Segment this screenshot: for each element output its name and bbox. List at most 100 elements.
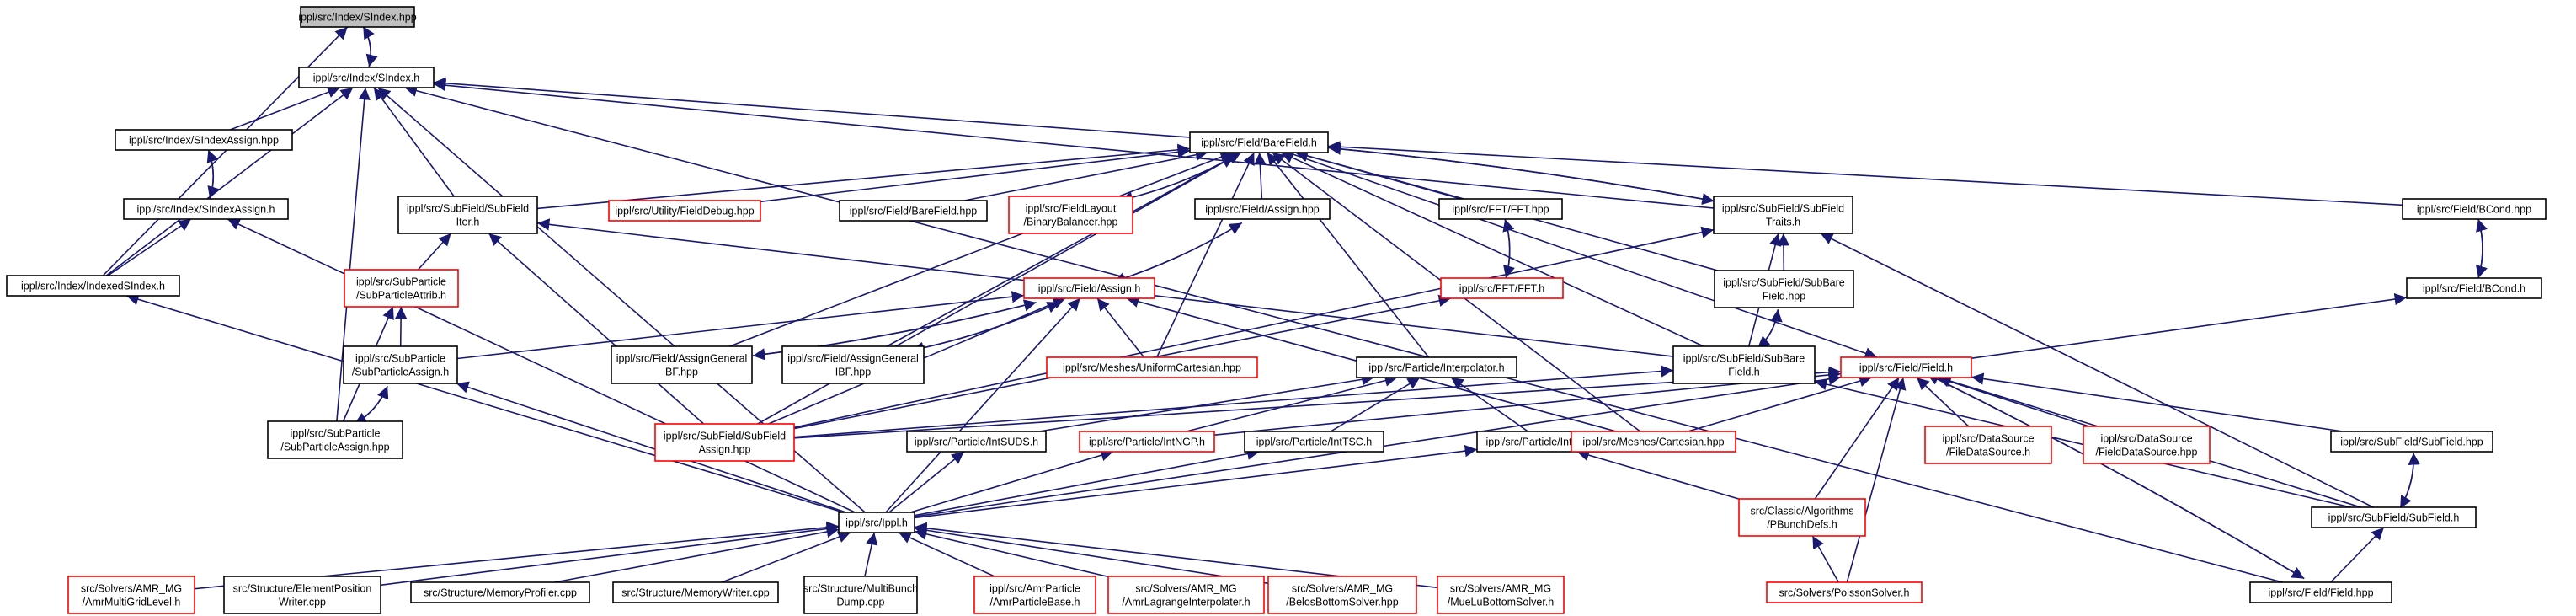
- node-field-h[interactable]: ippl/src/Field/Field.h: [1840, 356, 1972, 378]
- node-box: [2402, 198, 2547, 220]
- node-assign-h[interactable]: ippl/src/Field/Assign.h: [1023, 277, 1155, 299]
- node-pbunchdefs-h[interactable]: src/Classic/Algorithms/PBunchDefs.h: [1738, 498, 1866, 537]
- node-label: ippl/src/Index/IndexedSIndex.h: [21, 281, 165, 292]
- node-muelubottomsolver-h[interactable]: src/Solvers/AMR_MG/MueLuBottomSolver.h: [1437, 576, 1565, 614]
- edge-pbunchdefs-h-to-poissonsolver-h: [1811, 535, 1839, 583]
- edge-subparticleassign-h-to-subparticleassign-hpp: [354, 385, 389, 425]
- node-box: [1571, 431, 1736, 453]
- node-memoryprofiler-cpp[interactable]: src/Structure/MemoryProfiler.cpp: [410, 581, 590, 603]
- edge-barefield-h-to-uniformcartesian-hpp: [1155, 152, 1256, 358]
- node-layer: ippl/src/Index/SIndex.hpp ippl/src/Index/…: [6, 6, 2547, 614]
- node-poissonsolver-h[interactable]: src/Solvers/PoissonSolver.h: [1766, 581, 1923, 603]
- node-sindex-h[interactable]: ippl/src/Index/SIndex.h: [298, 67, 435, 88]
- node-sindexassign-hpp[interactable]: ippl/src/Index/SIndexAssign.hpp: [115, 129, 293, 151]
- node-memorywriter-cpp[interactable]: src/Structure/MemoryWriter.cpp: [612, 581, 779, 603]
- edge-bcond-h-to-bcond-hpp: [2476, 218, 2488, 279]
- edge-interpolator-h-to-intngp-h: [1186, 374, 1398, 432]
- node-box: [906, 431, 1047, 453]
- node-assign-hpp[interactable]: ippl/src/Field/Assign.hpp: [1194, 198, 1331, 220]
- edge-sindex-h-to-ippl-h: [377, 87, 866, 513]
- edge-sindex-h-to-barefield-h: [433, 77, 1191, 138]
- node-binarybalancer-hpp[interactable]: ippl/src/FieldLayout/BinaryBalancer.hpp: [1008, 196, 1133, 234]
- node-subparticleassign-hpp[interactable]: ippl/src/SubParticle/SubParticleAssign.h…: [267, 420, 403, 459]
- node-label: ippl/src/SubField/SubField.hpp: [2340, 437, 2483, 448]
- edge-assign-h-to-ippl-h: [885, 297, 1081, 513]
- node-subparticleattrib-h[interactable]: ippl/src/SubParticle/SubParticleAttrib.h: [344, 269, 459, 308]
- edge-fft-h-to-fft-hpp: [1503, 218, 1515, 279]
- node-label: ippl/src/SubField/SubBare: [1683, 353, 1805, 365]
- node-label: src/Solvers/AMR_MG: [81, 583, 182, 595]
- node-sindex-hpp[interactable]: ippl/src/Index/SIndex.hpp: [298, 6, 417, 28]
- edge-sindex-h-to-field-hpp: [404, 84, 2283, 583]
- node-label: ippl/src/SubField/SubField: [664, 431, 786, 442]
- node-box: [1713, 196, 1853, 234]
- edge-subbarefield-h-to-subbarefield-hpp: [1757, 309, 1779, 349]
- edge-barefield-h-to-subbarefield-h: [1280, 152, 1704, 347]
- node-label: ippl/src/Particle/IntTSC.h: [1256, 437, 1373, 448]
- node-box: [2330, 431, 2493, 453]
- node-inttsc-h[interactable]: ippl/src/Particle/IntTSC.h: [1244, 431, 1384, 453]
- node-barefield-hpp[interactable]: ippl/src/Field/BareField.hpp: [839, 200, 988, 222]
- edge-sindex-h-to-indexedsindex-h: [105, 87, 354, 276]
- node-box: [973, 576, 1096, 614]
- node-box: [267, 420, 403, 459]
- node-bcond-hpp[interactable]: ippl/src/Field/BCond.hpp: [2402, 198, 2547, 220]
- node-bcond-h[interactable]: ippl/src/Field/BCond.h: [2406, 277, 2542, 299]
- edge-barefield-h-to-interpolator-h: [1266, 152, 1430, 358]
- edge-sindexassign-h-to-indexedsindex-h: [107, 218, 192, 276]
- edge-intsuds-h-to-ippl-h: [888, 451, 965, 513]
- edge-field-h-to-pbunchdefs-h: [1814, 377, 1900, 500]
- node-indexedsindex-h[interactable]: ippl/src/Index/IndexedSIndex.h: [6, 275, 180, 297]
- node-subparticleassign-h[interactable]: ippl/src/SubParticle/SubParticleAssign.h: [343, 345, 458, 384]
- node-label: ippl/src/FieldLayout: [1026, 203, 1117, 215]
- node-subfield-hpp[interactable]: ippl/src/SubField/SubField.hpp: [2330, 431, 2493, 453]
- node-field-hpp[interactable]: ippl/src/Field/Field.hpp: [2249, 581, 2392, 603]
- node-barefield-h[interactable]: ippl/src/Field/BareField.h: [1189, 131, 1329, 153]
- edge-field-hpp-to-field-h: [1926, 372, 2305, 580]
- node-fft-hpp[interactable]: ippl/src/FFT/FFT.hpp: [1438, 198, 1563, 220]
- node-label: ippl/src/Utility/FieldDebug.hpp: [615, 206, 754, 217]
- edge-subbarefield-h-to-subfield-h: [1814, 378, 2351, 508]
- node-interpolator-h[interactable]: ippl/src/Particle/Interpolator.h: [1356, 356, 1517, 378]
- node-cartesian-hpp[interactable]: ippl/src/Meshes/Cartesian.hpp: [1571, 431, 1736, 453]
- node-fielddebug-hpp[interactable]: ippl/src/Utility/FieldDebug.hpp: [608, 200, 761, 222]
- node-label: /BinaryBalancer.hpp: [1024, 217, 1118, 228]
- node-box: [1189, 131, 1329, 153]
- node-intngp-h[interactable]: ippl/src/Particle/IntNGP.h: [1079, 431, 1215, 453]
- node-label: ippl/src/FFT/FFT.hpp: [1452, 204, 1549, 216]
- node-amrmultigridlevel-h[interactable]: src/Solvers/AMR_MG/AmrMultiGridLevel.h: [67, 576, 195, 614]
- node-box: [608, 200, 761, 222]
- node-belosbottomsolver-hpp[interactable]: src/Solvers/AMR_MG/BelosBottomSolver.hpp: [1267, 576, 1417, 614]
- node-label: ippl/src/SubParticle: [356, 276, 446, 288]
- node-label: ippl/src/Meshes/Cartesian.hpp: [1582, 437, 1724, 448]
- node-sindexassign-h[interactable]: ippl/src/Index/SIndexAssign.h: [123, 198, 289, 220]
- node-fft-h[interactable]: ippl/src/FFT/FFT.h: [1440, 277, 1564, 299]
- node-label: /BelosBottomSolver.hpp: [1286, 597, 1398, 608]
- node-ippl-h[interactable]: ippl/src/Ippl.h: [838, 512, 915, 533]
- node-subfield-h[interactable]: ippl/src/SubField/SubField.h: [2311, 506, 2477, 528]
- node-label: ippl/src/Index/SIndexAssign.h: [137, 204, 275, 216]
- edge-barefield-h-to-fielddebug-hpp: [760, 146, 1191, 203]
- node-label: /FieldDataSource.hpp: [2096, 447, 2198, 458]
- node-amrlagrangeinterpolater-h[interactable]: src/Solvers/AMR_MG/AmrLagrangeInterpolat…: [1107, 576, 1265, 614]
- edge-subparticleassign-hpp-to-subparticleassign-h: [354, 385, 388, 425]
- node-intsuds-h[interactable]: ippl/src/Particle/IntSUDS.h: [906, 431, 1047, 453]
- node-box: [223, 576, 381, 614]
- node-fielddatasource-hpp[interactable]: ippl/src/DataSource/FieldDataSource.hpp: [2083, 426, 2211, 464]
- node-label: src/Structure/MemoryProfiler.cpp: [424, 587, 577, 599]
- node-box: [67, 576, 195, 614]
- node-label: IBF.hpp: [835, 367, 871, 378]
- node-amrparticlebase-h[interactable]: ippl/src/AmrParticle/AmrParticleBase.h: [973, 576, 1096, 614]
- node-uniformcartesian-hpp[interactable]: ippl/src/Meshes/UniformCartesian.hpp: [1046, 356, 1258, 378]
- node-filedatasource-h[interactable]: ippl/src/DataSource/FileDataSource.h: [1924, 426, 2052, 464]
- edge-assigngeneralibf-hpp-to-assign-h: [911, 302, 1060, 354]
